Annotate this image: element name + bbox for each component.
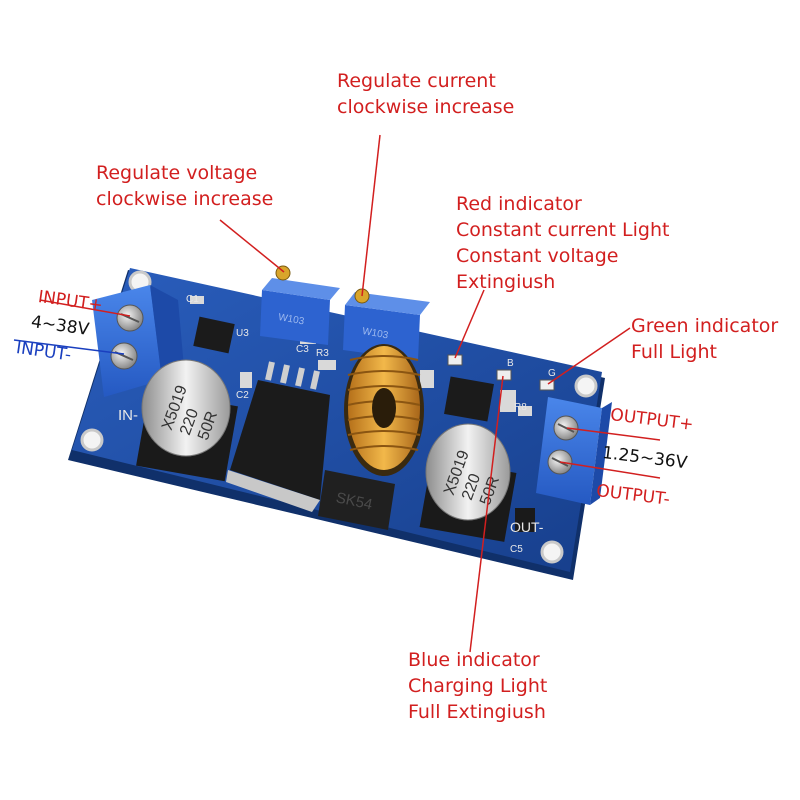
label-current-pot: Regulate current clockwise increase bbox=[337, 68, 514, 120]
silk-r8: R8 bbox=[514, 402, 527, 413]
label-blue-led: Blue indicator Charging Light Full Extin… bbox=[408, 647, 547, 725]
silk-g: G bbox=[548, 368, 556, 379]
leader-input-pos bbox=[39, 299, 131, 317]
silk-u3: U3 bbox=[236, 328, 249, 339]
label-red-led-line4: Extingiush bbox=[456, 271, 556, 293]
label-blue-led-line2: Charging Light bbox=[408, 675, 548, 697]
label-green-led-line1: Green indicator bbox=[631, 315, 779, 337]
silk-c1: C1 bbox=[186, 294, 199, 305]
regulator-u3 bbox=[193, 316, 235, 354]
blue-led bbox=[496, 369, 512, 381]
controller-ic bbox=[444, 376, 494, 422]
capacitor-left: X5019 220 50R bbox=[136, 359, 238, 482]
pot-code-left: W103 bbox=[277, 312, 305, 327]
silk-c3: C3 bbox=[296, 344, 309, 355]
pot-code-right: W103 bbox=[361, 326, 389, 341]
leader-output-pos bbox=[566, 427, 661, 441]
leader-red-led bbox=[454, 289, 485, 359]
leader-voltage-pot bbox=[219, 219, 285, 273]
label-red-led-line1: Red indicator bbox=[456, 193, 582, 215]
label-voltage-pot-line1: Regulate voltage bbox=[96, 162, 258, 184]
label-blue-led-line3: Full Extingiush bbox=[408, 701, 546, 723]
voltage-potentiometer bbox=[260, 265, 340, 345]
silk-out-label: OUT- bbox=[510, 519, 544, 535]
label-current-pot-line1: Regulate current bbox=[337, 70, 496, 92]
silk-c2: C2 bbox=[236, 390, 249, 401]
buck-converter-ic bbox=[226, 361, 330, 512]
current-potentiometer bbox=[343, 288, 430, 360]
diode-sk54 bbox=[318, 470, 395, 530]
red-led bbox=[447, 354, 463, 366]
label-blue-led-line1: Blue indicator bbox=[408, 649, 540, 671]
label-red-led: Red indicator Constant current Light Con… bbox=[456, 191, 669, 295]
leader-current-pot bbox=[361, 134, 381, 297]
leader-green-led bbox=[547, 327, 631, 385]
leader-blue-led bbox=[469, 375, 504, 653]
green-led bbox=[539, 379, 555, 391]
label-voltage-pot: Regulate voltage clockwise increase bbox=[96, 160, 273, 212]
label-current-pot-line2: clockwise increase bbox=[337, 96, 515, 118]
silk-in-label: IN- bbox=[118, 407, 138, 424]
silk-c5: C5 bbox=[510, 544, 523, 555]
silk-r3: R3 bbox=[316, 348, 329, 359]
output-terminal-block bbox=[536, 397, 612, 505]
label-red-led-line3: Constant voltage bbox=[456, 245, 619, 267]
label-voltage-pot-line2: clockwise increase bbox=[96, 188, 274, 210]
label-green-led: Green indicator Full Light bbox=[631, 313, 778, 365]
label-red-led-line2: Constant current Light bbox=[456, 219, 670, 241]
leader-input-neg bbox=[13, 339, 125, 355]
label-green-led-line2: Full Light bbox=[631, 341, 717, 363]
toroid-inductor bbox=[344, 344, 424, 476]
silk-b: B bbox=[507, 358, 514, 369]
leader-output-neg bbox=[559, 461, 661, 479]
